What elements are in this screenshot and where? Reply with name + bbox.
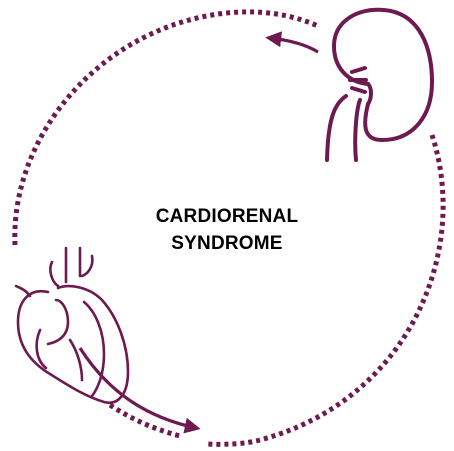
kidney-icon — [327, 10, 432, 160]
title-line-1: CARDIORENAL — [107, 203, 347, 230]
title-line-2: SYNDROME — [107, 230, 347, 257]
heart-icon — [16, 248, 128, 403]
cycle-arc-right — [205, 135, 443, 444]
kidney-arrow — [270, 38, 318, 52]
diagram-title: CARDIORENAL SYNDROME — [107, 203, 347, 257]
